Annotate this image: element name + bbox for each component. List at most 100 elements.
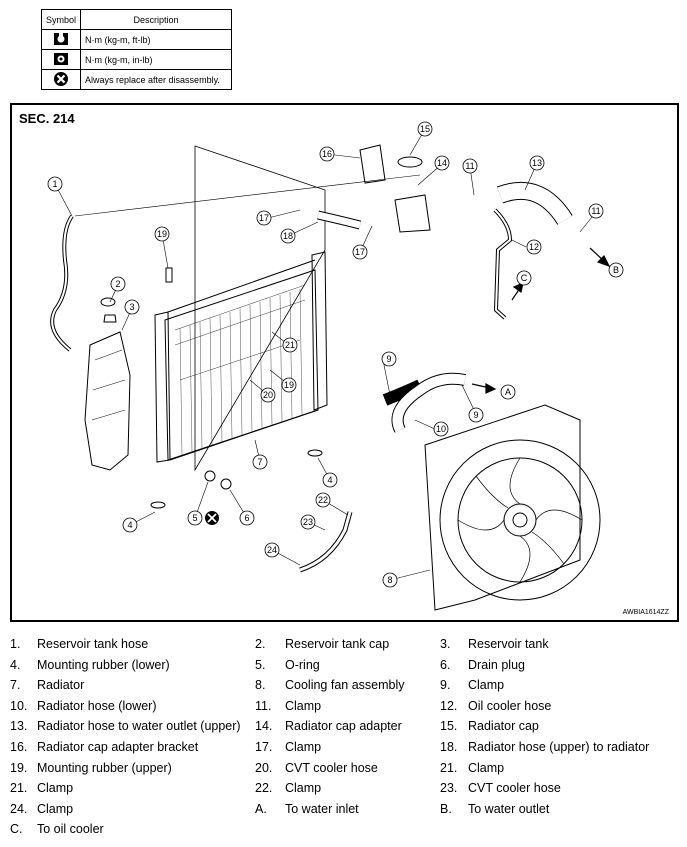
legend-label: Reservoir tank hose [37,637,149,651]
legend-number: 12. [440,698,458,713]
legend-number: 16. [10,740,28,754]
cooling-system-diagram: 1 2 3 4 5 6 7 8 9 10 11 12 13 14 15 16 1… [47,121,624,611]
legend-label: Radiator cap adapter [285,719,402,734]
callout-9: 9 [386,354,391,364]
callout-17b: 17 [355,247,365,257]
legend-number: 9. [440,678,451,693]
replace-x-icon [205,511,219,525]
legend-label: Clamp [285,781,322,796]
radiator-cap-adapter [394,194,431,233]
legend-number: 21. [440,760,458,775]
radiator-right-tank [311,251,328,411]
callout-11: 11 [465,161,474,171]
torque-wrench-icon [40,29,82,50]
legend-number: 13. [10,719,28,734]
callout-20: 20 [263,390,273,400]
legend-number: 23. [440,781,458,796]
legend-row: 7. Radiator 8. Cooling fan assembly 9. Clamp [0,678,687,698]
legend-number: 4. [10,657,21,672]
legend-number: 11. [255,698,272,713]
diagram-frame [10,103,679,622]
legend-number: 8. [255,678,266,693]
callout-19b: 19 [284,380,294,390]
symbol-table: Symbol Description N·m (kg-m, ft-lb) N·m… [40,9,233,90]
legend-label: Cooling fan assembly [285,678,405,693]
legend-label: To oil cooler [37,822,104,837]
legend-number: 2. [255,637,266,651]
legend-number: 21. [10,781,28,796]
legend-label: Drain plug [468,657,525,672]
legend-label: O-ring [285,657,320,672]
callout-4: 4 [127,520,132,530]
legend-label: To water inlet [285,801,359,816]
legend-label: CVT cooler hose [285,760,378,775]
legend-number: 19. [10,760,28,775]
legend-label: Reservoir tank cap [285,637,390,651]
legend-number: 24. [10,801,28,816]
legend-number: 7. [10,678,21,693]
legend-label: Reservoir tank [468,637,549,651]
legend-number: 1. [10,637,21,651]
callout-1: 1 [52,179,57,189]
callout-13: 13 [532,158,542,168]
callout-16: 16 [322,149,332,159]
radiator-core [164,269,319,461]
legend-row: C.To oil cooler [0,822,687,842]
legend-number: 18. [440,740,458,754]
symbol-description: Always replace after disassembly. [80,69,233,90]
callout-11b: 11 [591,206,600,216]
callout-15: 15 [420,124,430,134]
callout-C: C [521,273,528,283]
legend-label: Radiator cap adapter bracket [37,740,199,754]
legend-label: Clamp [37,801,74,816]
cooling-fan-shroud [424,404,581,611]
legend-row: 1. Reservoir tank hose 2. Reservoir tank ca… [0,637,687,657]
callout-A: A [505,387,511,397]
callout-3: 3 [129,302,134,312]
legend-number: 5. [255,657,266,672]
legend-label: Radiator hose to water outlet (upper) [37,719,241,734]
legend-number: A. [255,801,267,816]
callout-24: 24 [267,545,277,555]
legend-label: Radiator hose (upper) to radiator [468,740,650,754]
callout-12: 12 [529,242,539,252]
reservoir-tank-hose [50,214,74,352]
legend-label: Radiator hose (lower) [37,698,157,713]
legend-label: Mounting rubber (upper) [37,760,172,775]
legend-number: 15. [440,719,458,734]
legend-label: Clamp [37,781,74,796]
legend-label: To water outlet [468,801,550,816]
callout-7: 7 [257,457,262,467]
legend-row: 13. Radiator hose to water outlet (upper)… [0,719,687,739]
legend-label: Oil cooler hose [468,698,552,713]
callout-19: 19 [157,229,167,239]
callout-18: 18 [283,231,293,241]
legend-number: 22. [255,781,273,796]
legend-row: 16. Radiator cap adapter bracket 17. Clamp 1… [0,740,687,760]
callout-8: 8 [387,575,392,585]
legend-number: 10. [10,698,28,713]
legend-number: 3. [440,637,451,651]
callout-17: 17 [259,213,269,223]
legend-number: 6. [440,657,451,672]
callout-22: 22 [318,495,328,505]
legend-label: Clamp [468,678,505,693]
legend-label: Clamp [468,760,505,775]
legend-number: 17. [255,740,273,754]
legend-number: 20. [255,760,273,775]
legend-number: 14. [255,719,273,734]
callout-6: 6 [244,513,249,523]
callout-4b: 4 [327,475,332,485]
legend-label: Clamp [285,740,322,754]
callout-10: 10 [436,424,446,434]
legend-label: Radiator cap [468,719,539,734]
callout-23: 23 [303,517,313,527]
callout-2: 2 [115,279,120,289]
section-label: SEC. 214 [19,111,75,126]
legend-label: Radiator [37,678,85,693]
replace-x-icon [40,69,82,90]
